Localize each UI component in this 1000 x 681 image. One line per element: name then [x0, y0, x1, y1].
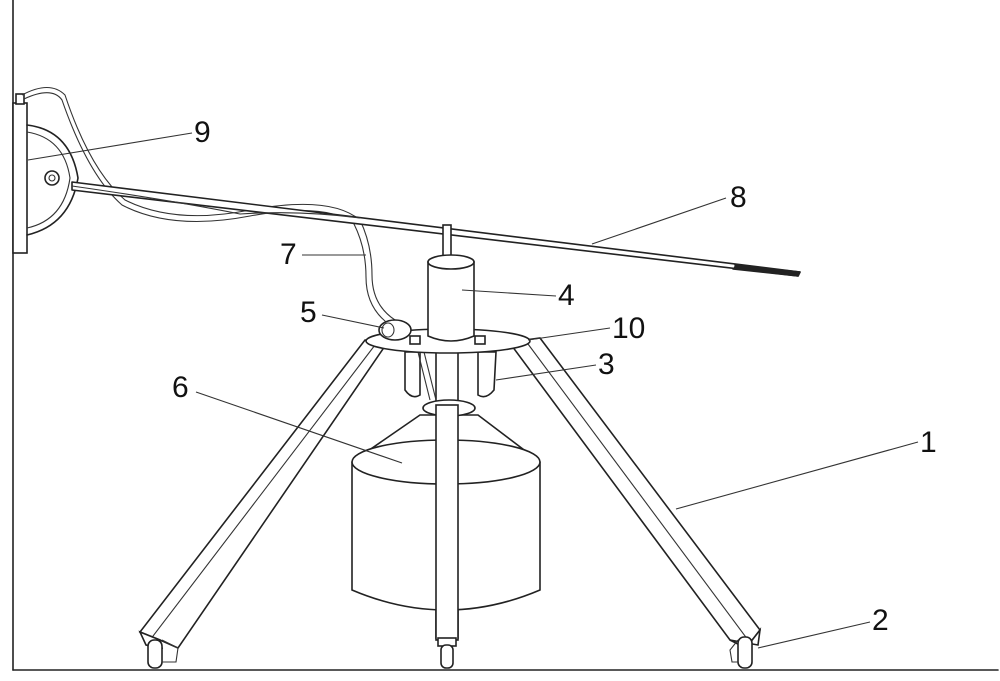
tank [351, 399, 541, 641]
label-7: 7 [280, 238, 297, 271]
leader-8 [591, 197, 727, 245]
leader-4 [461, 289, 557, 297]
wire-spool [378, 319, 412, 341]
caster-right [729, 627, 762, 669]
caster-center [437, 637, 457, 669]
leader-1 [675, 441, 919, 510]
leader-5 [321, 314, 385, 329]
rod [71, 181, 801, 277]
label-9: 9 [194, 116, 211, 149]
cable [21, 86, 396, 321]
holder [404, 351, 497, 401]
wall-pulley [12, 93, 79, 254]
caster-left [138, 630, 179, 669]
leader-3 [495, 364, 597, 381]
leader-2 [757, 621, 871, 649]
label-3: 3 [598, 348, 615, 381]
label-8: 8 [730, 181, 747, 214]
leader-10 [527, 327, 611, 341]
label-5: 5 [300, 296, 317, 329]
leader-6 [195, 391, 403, 464]
motor-cylinder [427, 224, 475, 342]
label-6: 6 [172, 371, 189, 404]
label-10: 10 [612, 312, 645, 345]
label-1: 1 [920, 426, 937, 459]
label-4: 4 [558, 279, 575, 312]
label-2: 2 [872, 604, 889, 637]
leader-9 [27, 132, 193, 161]
